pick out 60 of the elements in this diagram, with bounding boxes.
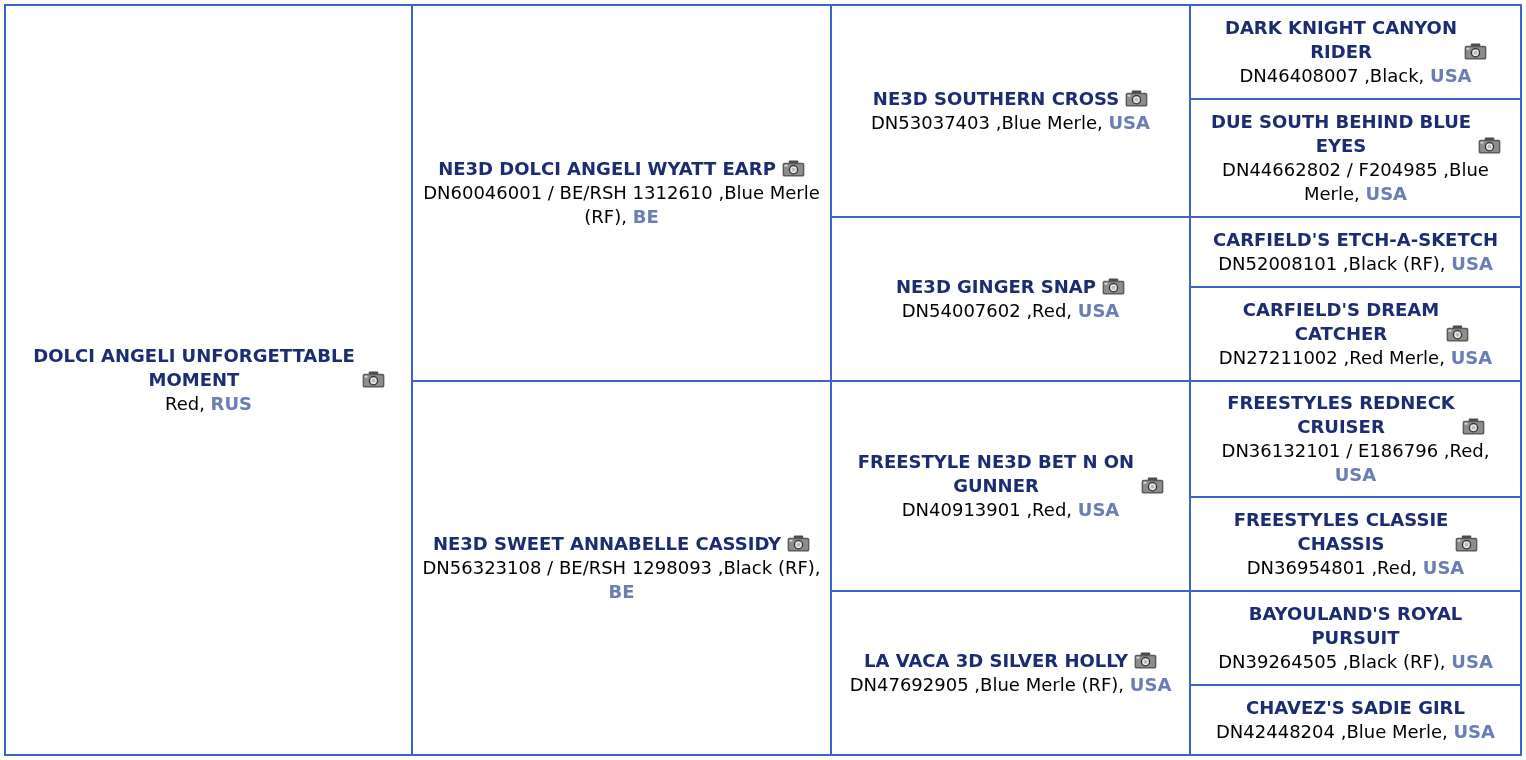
dog-name: DARK KNIGHT CANYON RIDER [1224,16,1458,64]
ancestor-panel [1191,100,1520,216]
dog-details: DN46408007 ,Black, USA [1239,64,1472,88]
ancestor-panel [1191,686,1520,754]
dog-name: NE3D SOUTHERN CROSS [872,87,1120,111]
dog-details: DN54007602 ,Red, USA [901,299,1120,323]
country-link: USA [1334,464,1377,485]
dog-name: FREESTYLE NE3D BET N ON GUNNER [857,450,1135,498]
dog-name: FREESTYLES CLASSIE CHASSIS [1233,508,1449,556]
ancestor-panel [1191,6,1520,98]
dog-name: BAYOULAND'S ROYAL PURSUIT [1248,602,1463,650]
dog-name: CARFIELD'S DREAM CATCHER [1242,298,1440,346]
dog-details: DN36954801 ,Red, USA [1246,556,1465,580]
dog-name: DUE SOUTH BEHIND BLUE EYES [1210,110,1472,158]
country-link: USA [1451,253,1493,274]
country-link: USA [1077,499,1120,520]
country-link: USA [1365,183,1408,204]
country-link: BE [608,581,635,602]
dog-name: FREESTYLES REDNECK CRUISER [1226,391,1456,439]
ancestor-panel [832,6,1189,216]
dog-name: CHAVEZ'S SADIE GIRL [1246,696,1465,720]
dog-details: DN27211002 ,Red Merle, USA [1218,346,1493,370]
country-link: USA [1108,112,1150,133]
country-link: USA [1129,674,1172,695]
dog-details: DN53037403 ,Blue Merle, USA [871,111,1150,135]
country-link: RUS [210,393,253,414]
ancestor-panel [1191,498,1520,590]
dog-name: LA VACA 3D SILVER HOLLY [864,649,1128,673]
ancestor-panel [1191,382,1520,496]
ancestor-panel [1191,218,1520,286]
ancestor-panel [832,218,1189,380]
country-link: BE [632,206,659,227]
country-link: USA [1450,347,1493,368]
country-link: USA [1077,300,1120,321]
dog-name: NE3D SWEET ANNABELLE CASSIDY [432,532,782,556]
ancestor-panel [832,592,1189,754]
ancestor-panel [6,6,411,754]
dog-name: CARFIELD'S ETCH-A-SKETCH [1213,228,1498,252]
country-link: USA [1453,721,1495,742]
dog-details: DN39264505 ,Black (RF), USA [1218,650,1493,674]
dog-name: DOLCI ANGELI UNFORGETTABLE MOMENT [32,344,356,392]
ancestor-panel [832,382,1189,590]
dog-details: DN47692905 ,Blue Merle (RF), USA [849,673,1172,697]
dog-name: NE3D GINGER SNAP [896,275,1096,299]
dog-details: DN52008101 ,Black (RF), USA [1218,252,1493,276]
ancestor-panel [413,6,830,380]
dog-details: DN36132101 / E186796 ,Red, USA [1220,439,1491,487]
dog-details: DN44662802 / F204985 ,Blue Merle, USA [1221,158,1490,206]
dog-details: DN56323108 / BE/RSH 1298093 ,Black (RF), BE [421,556,822,604]
dog-details: DN60046001 / BE/RSH 1312610 ,Blue Merle (RF), BE [422,181,821,229]
country-link: USA [1422,557,1465,578]
ancestor-panel [1191,288,1520,380]
ancestor-panel [413,382,830,754]
country-link: USA [1430,65,1472,86]
dog-details: Red, RUS [164,392,253,416]
ancestor-panel [1191,592,1520,684]
dog-details: DN40913901 ,Red, USA [901,498,1120,522]
dog-name: NE3D DOLCI ANGELI WYATT EARP [438,157,776,181]
dog-details: DN42448204 ,Blue Merle, USA [1216,720,1495,744]
country-link: USA [1451,651,1493,672]
